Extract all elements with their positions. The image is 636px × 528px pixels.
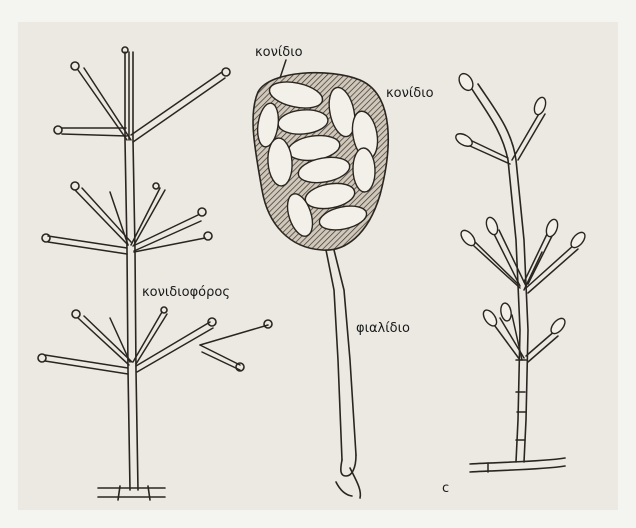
label-conidiophore: κονιδιοφόρος — [142, 285, 230, 300]
middle-phialide — [253, 60, 388, 498]
label-conidium-top: κονίδιο — [255, 45, 303, 60]
right-conidiophore — [454, 71, 588, 472]
left-conidiophore — [38, 47, 272, 500]
label-conidium-right: κονίδιο — [386, 86, 434, 101]
conidium-tip — [54, 47, 230, 134]
label-mark-c: c — [442, 481, 449, 496]
label-phialide: φιαλίδιο — [356, 321, 410, 336]
